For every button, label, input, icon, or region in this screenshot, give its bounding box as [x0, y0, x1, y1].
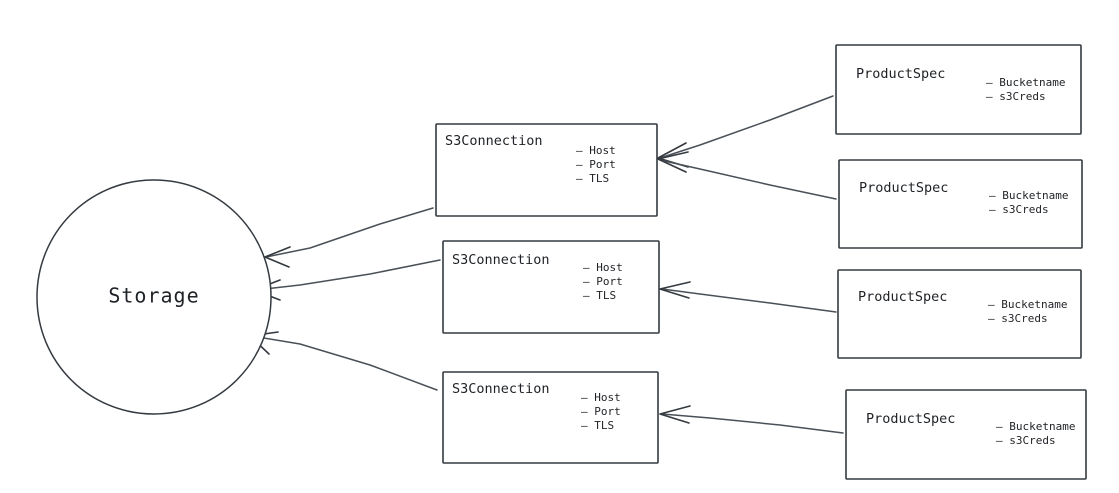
productspec-2-title: ProductSpec	[859, 180, 948, 196]
s3connection-1-attr-host: – Host	[576, 144, 616, 157]
edge-spec4-to-conn3[interactable]	[659, 405, 844, 434]
s3connection-3[interactable]: S3Connection – Host – Port – TLS	[442, 371, 659, 464]
productspec-4-attr-bucketname: – Bucketname	[996, 420, 1075, 433]
productspec-4-attr-s3creds: – s3Creds	[996, 434, 1056, 447]
s3connection-3-attr-tls: – TLS	[581, 419, 614, 432]
productspec-1-attr-bucketname: – Bucketname	[986, 76, 1065, 89]
s3connection-3-title: S3Connection	[452, 381, 550, 397]
edge-conn2-to-storage[interactable]	[253, 259, 441, 301]
s3connection-3-attr-host: – Host	[581, 391, 621, 404]
productspec-3-title: ProductSpec	[858, 289, 947, 305]
edge-conn1-to-storage[interactable]	[264, 207, 434, 268]
edge-spec2-to-conn1[interactable]	[657, 151, 837, 200]
productspec-1[interactable]: ProductSpec – Bucketname – s3Creds	[835, 44, 1082, 135]
productspec-2-attr-s3creds: – s3Creds	[989, 203, 1049, 216]
productspec-3-attr-bucketname: – Bucketname	[988, 298, 1067, 311]
s3connection-2-attr-tls: – TLS	[583, 289, 616, 302]
s3connection-2-title: S3Connection	[452, 252, 550, 268]
edge-layer	[249, 95, 844, 434]
edge-spec3-to-conn2[interactable]	[659, 281, 837, 313]
productspec-1-attr-s3creds: – s3Creds	[986, 90, 1046, 103]
s3connection-3-attr-port: – Port	[581, 405, 621, 418]
edge-conn3-to-storage[interactable]	[249, 331, 438, 391]
s3connection-2[interactable]: S3Connection – Host – Port – TLS	[442, 240, 660, 334]
productspec-2-attr-bucketname: – Bucketname	[989, 189, 1068, 202]
productspec-3[interactable]: ProductSpec – Bucketname – s3Creds	[837, 269, 1082, 359]
edge-spec1-to-conn1[interactable]	[657, 95, 834, 168]
productspec-4-title: ProductSpec	[866, 411, 955, 427]
s3connection-1[interactable]: S3Connection – Host – Port – TLS	[435, 123, 658, 217]
s3connection-1-title: S3Connection	[445, 133, 543, 149]
s3connection-1-attr-tls: – TLS	[576, 172, 609, 185]
storage-node[interactable]: Storage	[36, 179, 272, 415]
s3connection-2-attr-port: – Port	[583, 275, 623, 288]
s3connection-2-attr-host: – Host	[583, 261, 623, 274]
storage-node-label: Storage	[108, 284, 199, 308]
productspec-1-title: ProductSpec	[856, 66, 945, 82]
productspec-2[interactable]: ProductSpec – Bucketname – s3Creds	[838, 159, 1083, 249]
s3connection-1-attr-port: – Port	[576, 158, 616, 171]
productspec-4[interactable]: ProductSpec – Bucketname – s3Creds	[845, 389, 1087, 480]
productspec-3-attr-s3creds: – s3Creds	[988, 312, 1048, 325]
